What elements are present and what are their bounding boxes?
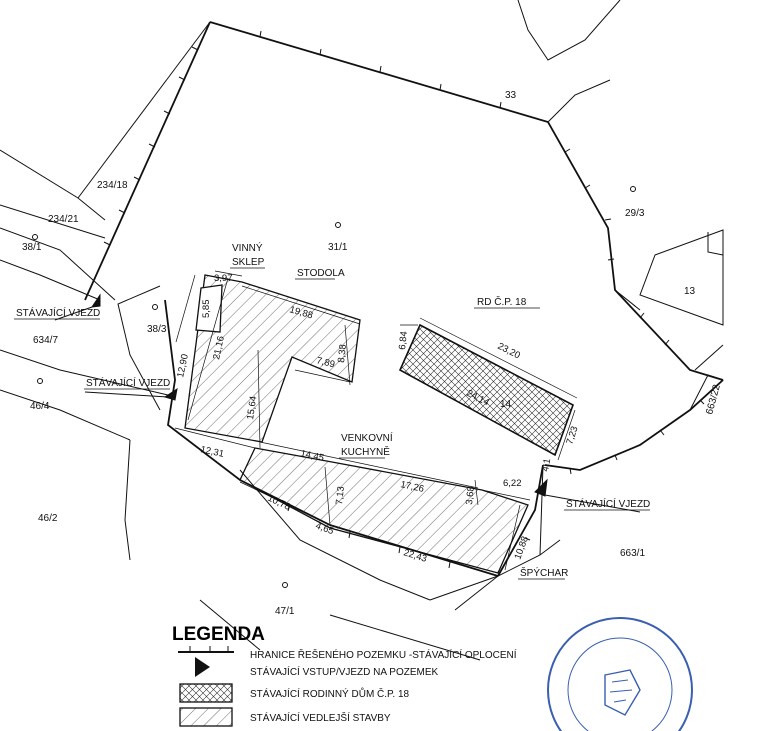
label-vjezd-3: STÁVAJÍCÍ VJEZD [566,497,650,510]
dim-21-16: 21,16 [211,335,227,361]
legend-item-secondary: STÁVAJÍCÍ VEDLEJŠÍ STAVBY [250,711,391,724]
dim-4-1: 4,1 [540,458,553,473]
dim-7-13: 7,13 [334,486,347,506]
label-spychar: ŠPÝCHAR [520,566,568,579]
legend: LEGENDA HRANICE ŘEŠENÉHO POZEMKU -STÁVAJ… [172,624,517,727]
parcel-663-1: 663/1 [620,548,645,559]
parcel-38-1: 38/1 [22,242,42,253]
dim-12-31: 12,31 [199,444,225,460]
label-stodola: STODOLA [297,268,345,279]
parcel-46-2: 46/2 [38,513,58,524]
kuchyne-spychar-building [239,447,529,574]
dim-14-45: 14,45 [299,448,325,464]
label-vinny: VINNÝ [232,241,263,254]
parcel-38-3: 38/3 [147,324,167,335]
entry-arrow-3 [534,478,548,497]
parcel-lines [0,0,724,661]
dimension-lines [174,270,578,571]
parcel-234-21: 234/21 [48,214,79,225]
dim-7-89: 7,89 [315,355,336,370]
entry-arrow-1 [90,293,101,308]
dim-12-90: 12,90 [175,353,191,379]
parcel-634-7: 634/7 [33,335,58,346]
parcel-46-4: 46/4 [30,401,50,412]
fence-ticks [103,30,705,569]
stodola-building [184,274,361,443]
dim-8-38: 8,38 [336,344,349,364]
label-underlines [14,267,650,580]
label-vjezd-2: STÁVAJÍCÍ VJEZD [86,376,170,389]
label-kuchyne: KUCHYNĚ [341,445,390,458]
label-rd: RD Č.P. 18 [477,295,527,308]
parcel-14: 14 [500,399,512,410]
parcel-33: 33 [505,90,517,101]
legend-item-entry: STÁVAJÍCÍ VSTUP/VJEZD NA POZEMEK [250,665,439,678]
parcel-234-18: 234/18 [97,180,128,191]
legend-entry-arrow [195,657,210,677]
parcel-29-3: 29/3 [625,208,645,219]
parcel-13: 13 [684,286,696,297]
label-vjezd-1: STÁVAJÍCÍ VJEZD [16,306,100,319]
legend-item-house: STÁVAJÍCÍ RODINNÝ DŮM Č.P. 18 [250,687,410,700]
entry-arrows [54,293,641,513]
legend-house-swatch [179,683,233,703]
dim-5-85: 5,85 [201,300,212,319]
parcel-31-1: 31/1 [328,242,348,253]
vinny-sklep-building [195,284,223,333]
legend-fence-ticks [189,646,229,652]
authorization-stamp [547,617,693,731]
dim-10-88: 10,88 [512,535,530,561]
label-sklep: SKLEP [232,257,265,268]
parcel-47-1: 47/1 [275,606,295,617]
dim-15-64: 15,64 [245,395,259,420]
building-labels: VINNÝ SKLEP STODOLA RD Č.P. 18 VENKOVNÍ … [16,241,650,579]
entry-arrow-2 [163,387,178,401]
dim-7-23: 7,23 [564,425,580,446]
survey-points [32,186,636,588]
dim-6-22: 6,22 [503,478,522,489]
dim-3-97: 3,97 [214,273,233,284]
neighbour-building [639,229,724,326]
dim-3-68: 3,68 [464,486,477,506]
parcel-663-22: 663/22 [704,383,723,416]
label-venkovni: VENKOVNÍ [341,431,393,444]
legend-secondary-swatch [179,707,233,727]
secondary-buildings [184,274,529,574]
dim-6-84: 6,84 [397,331,410,351]
dim-17-26: 17,26 [399,479,425,495]
family-house-18 [398,323,574,457]
legend-title: LEGENDA [172,624,265,645]
legend-item-fence: HRANICE ŘEŠENÉHO POZEMKU -STÁVAJÍCÍ OPLO… [250,648,517,661]
